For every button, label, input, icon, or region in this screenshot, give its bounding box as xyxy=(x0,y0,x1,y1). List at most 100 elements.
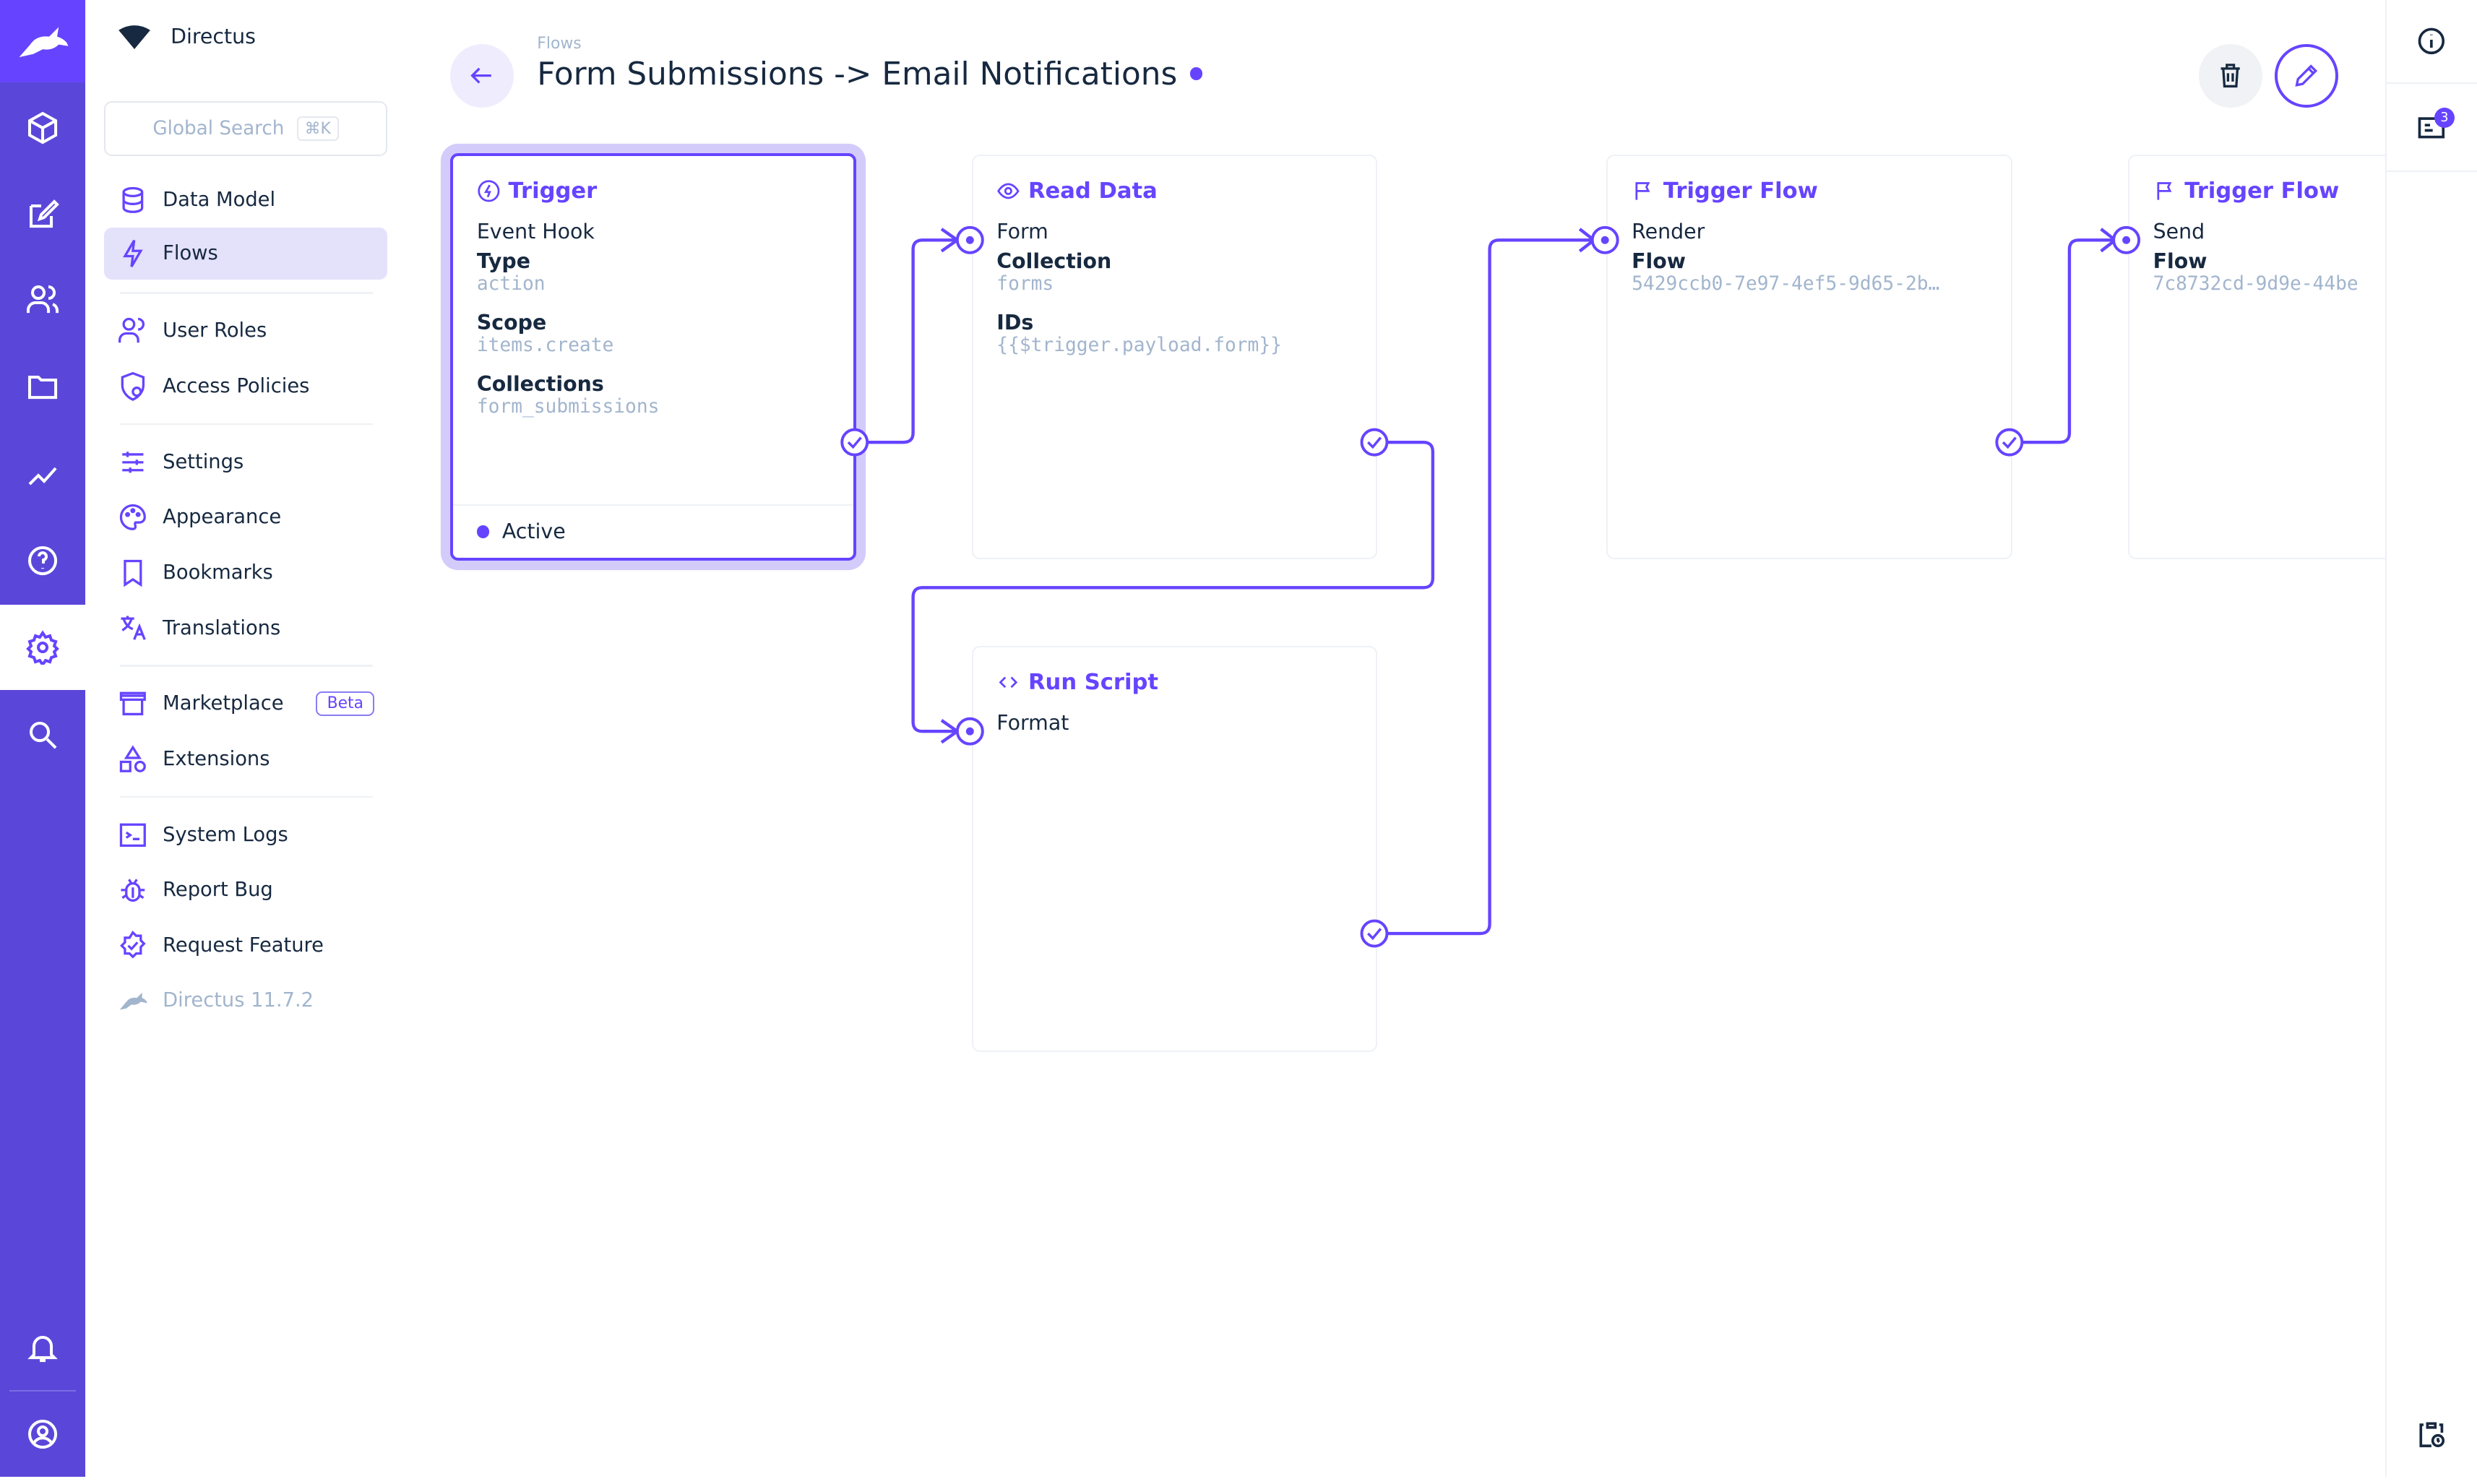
divider xyxy=(120,795,373,798)
trigger-status: Active xyxy=(453,504,853,558)
field-value: forms xyxy=(996,273,1054,295)
trigger-flow-card[interactable]: Trigger Flow Render Flow 5429ccb0-7e97-4… xyxy=(1606,155,2013,559)
nav-item-data-model[interactable]: Data Model xyxy=(104,173,387,225)
nav-item-request-feature[interactable]: Request Feature xyxy=(104,919,387,971)
connector-script-triggerflow xyxy=(1374,238,1596,936)
shapes-icon xyxy=(119,744,146,772)
nav-item-flows[interactable]: Flows xyxy=(104,227,387,280)
field-value: items.create xyxy=(476,335,614,357)
divider xyxy=(120,292,373,294)
nav-item-label: Data Model xyxy=(163,189,276,212)
nav-item-access-policies[interactable]: Access Policies xyxy=(104,360,387,412)
divider xyxy=(120,423,373,426)
card-title: Trigger Flow xyxy=(2184,178,2340,204)
verified-icon xyxy=(119,930,146,959)
nav-item-label: Bookmarks xyxy=(163,561,273,584)
field-value: 5429ccb0-7e97-4ef5-9d65-2b… xyxy=(1632,273,1940,295)
back-button[interactable] xyxy=(450,44,514,108)
active-dot-icon xyxy=(476,525,490,538)
field-label: Flow xyxy=(2153,249,2207,274)
logs-count-badge: 3 xyxy=(2434,107,2455,129)
divider xyxy=(9,1389,76,1392)
run-script-card[interactable]: Run Script Format xyxy=(971,646,1378,1052)
files-folder-icon[interactable] xyxy=(0,345,85,430)
version-info: Directus 11.7.2 xyxy=(104,975,387,1027)
card-title: Run Script xyxy=(1028,669,1159,695)
connector-triggerflow-triggerflow xyxy=(2009,238,2117,444)
pencil-icon xyxy=(2295,64,2318,87)
nav-item-label: Flows xyxy=(163,242,218,265)
flag-icon xyxy=(1635,182,1650,200)
info-icon[interactable] xyxy=(2387,0,2475,82)
arrow-left-icon xyxy=(470,67,491,84)
terminal-icon xyxy=(119,823,146,847)
nav-item-user-roles[interactable]: User Roles xyxy=(104,305,387,357)
project-header[interactable]: Directus xyxy=(117,24,256,49)
project-name: Directus xyxy=(171,24,256,48)
nav-item-translations[interactable]: Translations xyxy=(104,602,387,654)
field-label: Scope xyxy=(476,311,547,335)
breadcrumb[interactable]: Flows xyxy=(537,35,582,53)
field-label: Type xyxy=(476,249,530,274)
user-account-icon[interactable] xyxy=(0,1392,85,1477)
card-title: Trigger Flow xyxy=(1663,178,1818,204)
insights-icon[interactable] xyxy=(0,431,85,517)
store-icon xyxy=(119,691,146,716)
nav-item-label: System Logs xyxy=(163,823,288,846)
search-icon[interactable] xyxy=(0,692,85,777)
nav-item-label: Extensions xyxy=(163,747,270,770)
nav-item-appearance[interactable]: Appearance xyxy=(104,491,387,543)
directus-logo[interactable] xyxy=(0,0,86,82)
field-label: Flow xyxy=(1632,249,1686,274)
database-icon xyxy=(122,186,144,213)
nav-item-label: Settings xyxy=(163,450,244,473)
nav-item-label: Request Feature xyxy=(163,933,324,957)
global-search-input[interactable]: Global Search ⌘K xyxy=(104,100,387,157)
nav-item-bookmarks[interactable]: Bookmarks xyxy=(104,546,387,598)
divider xyxy=(120,665,373,667)
field-label: IDs xyxy=(996,311,1034,335)
nav-item-label: User Roles xyxy=(163,319,267,342)
nav-item-system-logs[interactable]: System Logs xyxy=(104,808,387,860)
clipboard-clock-icon[interactable] xyxy=(2387,1393,2475,1475)
logs-icon[interactable] xyxy=(2387,87,2475,169)
flag-icon xyxy=(2157,182,2172,200)
palette-icon xyxy=(119,504,146,531)
directus-rabbit-icon xyxy=(119,993,147,1010)
project-logo-icon xyxy=(118,25,150,49)
nav-item-extensions[interactable]: Extensions xyxy=(104,733,387,785)
users-icon[interactable] xyxy=(0,257,85,342)
notifications-bell-icon[interactable] xyxy=(0,1305,85,1390)
operation-name: Format xyxy=(996,710,1069,735)
settings-gear-icon[interactable] xyxy=(0,605,86,691)
beta-badge: Beta xyxy=(316,691,375,716)
read-data-card[interactable]: Read Data Form Collection forms IDs {{$t… xyxy=(971,155,1378,559)
nav-item-label: Report Bug xyxy=(163,879,273,902)
sliders-icon xyxy=(122,451,144,473)
nav-item-settings[interactable]: Settings xyxy=(104,436,387,488)
nav-item-label: Marketplace xyxy=(163,692,284,715)
field-value: {{$trigger.payload.form}} xyxy=(996,335,1282,357)
nav-item-marketplace[interactable]: Marketplace Beta xyxy=(104,678,387,730)
edit-button[interactable] xyxy=(2275,44,2338,108)
trigger-card[interactable]: Trigger Event Hook Type action Scope ite… xyxy=(450,153,856,561)
help-icon[interactable] xyxy=(0,518,85,603)
bookmark-icon xyxy=(124,559,142,587)
nav-item-report-bug[interactable]: Report Bug xyxy=(104,864,387,916)
operation-name: Form xyxy=(996,219,1048,243)
shield-user-icon xyxy=(121,371,145,401)
field-value: 7c8732cd-9d9e-44be xyxy=(2153,273,2358,295)
operation-name: Render xyxy=(1632,219,1705,243)
search-shortcut: ⌘K xyxy=(296,116,339,141)
nav-item-label: Translations xyxy=(163,616,281,639)
code-icon xyxy=(999,676,1018,689)
translate-icon xyxy=(121,616,146,641)
card-title: Read Data xyxy=(1028,178,1158,204)
editor-icon[interactable] xyxy=(0,172,85,257)
delete-button[interactable] xyxy=(2199,44,2262,108)
search-placeholder: Global Search xyxy=(152,118,285,140)
bug-icon xyxy=(121,879,145,902)
content-cube-icon[interactable] xyxy=(0,85,85,171)
nav-item-label: Access Policies xyxy=(163,375,310,398)
